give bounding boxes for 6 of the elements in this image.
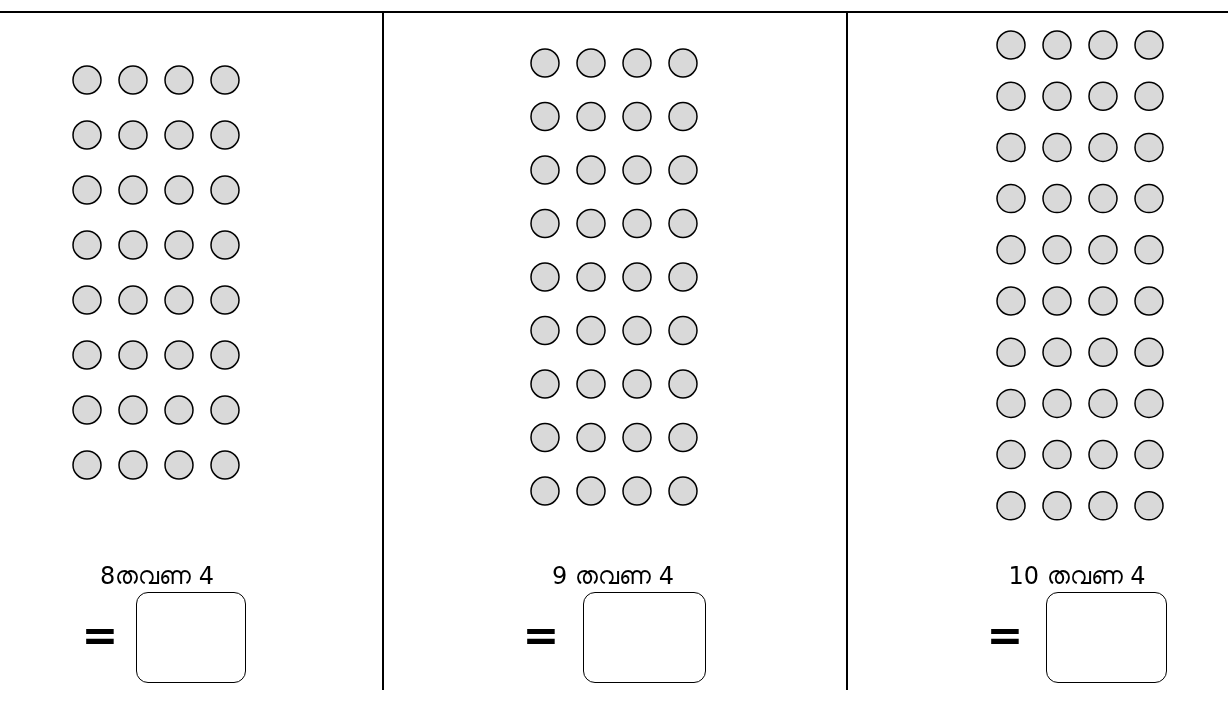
multiplication-text: 10 തവണ 4 bbox=[1008, 562, 1146, 590]
multiplication-text: 9 തവണ 4 bbox=[552, 562, 674, 590]
equals-sign: = bbox=[81, 613, 119, 657]
equals-sign: = bbox=[522, 613, 560, 657]
equals-sign: = bbox=[986, 613, 1024, 657]
multiplication-text: 8തവണ 4 bbox=[99, 562, 215, 590]
